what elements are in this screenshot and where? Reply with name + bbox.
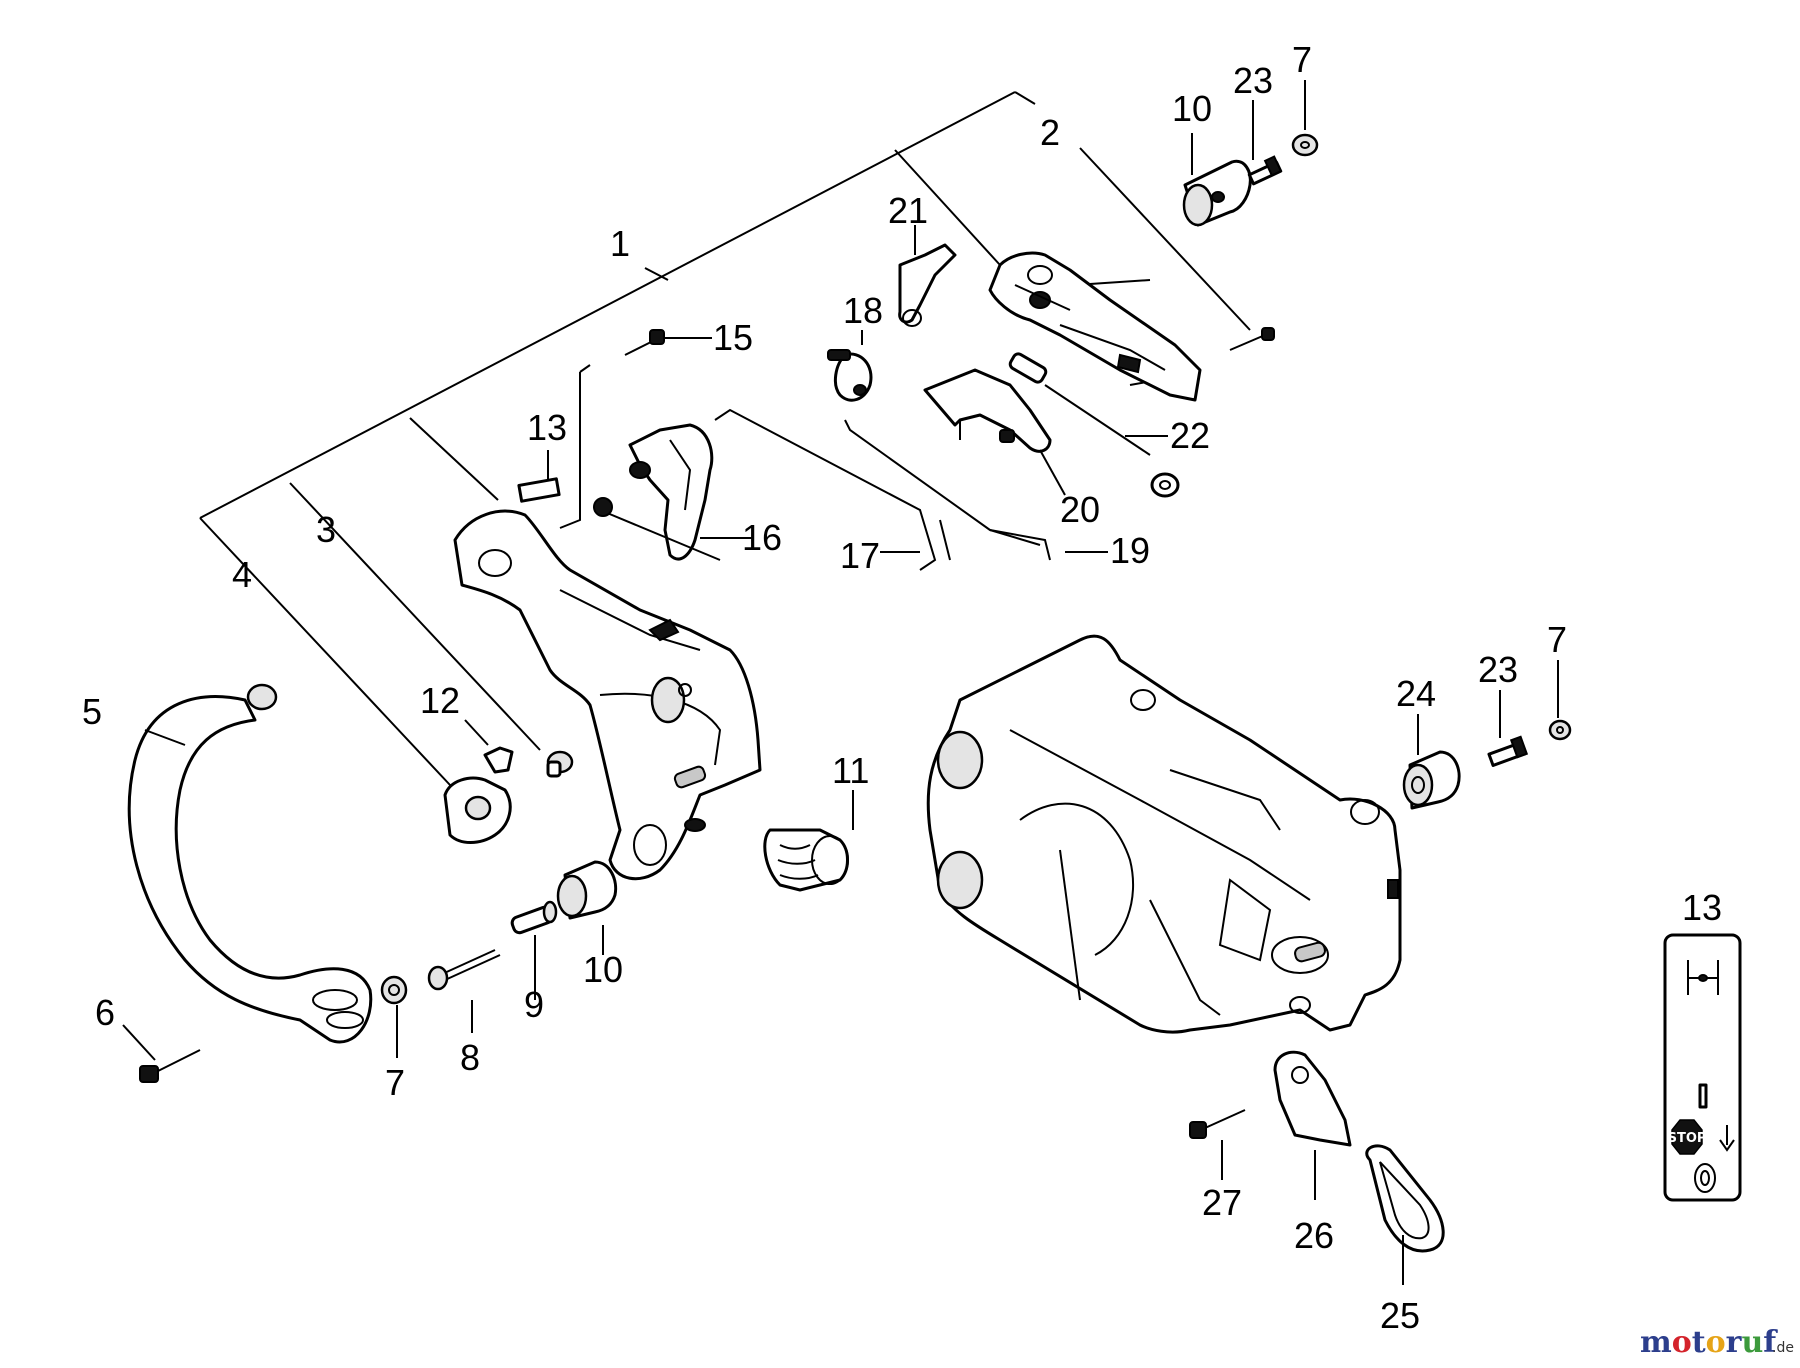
callout-numbers: 1 2 3 4 5 6 7 7 7 8 9 10 10 11 12 13 13 … <box>82 39 1722 1336</box>
lever-20 <box>923 368 1052 453</box>
callout-5: 5 <box>82 691 102 732</box>
throttle-trigger-16 <box>593 423 721 561</box>
decal-13-small <box>517 477 561 503</box>
callout-23-lower: 23 <box>1478 649 1518 690</box>
rubber-mount-10-upper <box>1182 159 1252 227</box>
callout-9: 9 <box>524 984 544 1025</box>
pin-23-upper <box>1247 155 1283 186</box>
screw-15 <box>624 329 665 356</box>
callout-17: 17 <box>840 535 880 576</box>
spring-11 <box>763 828 849 892</box>
screw-6 <box>139 1049 201 1083</box>
callout-10-lower: 10 <box>583 949 623 990</box>
wm-letter-o1: o <box>1672 1325 1692 1360</box>
bolt-8 <box>427 949 501 991</box>
lever-21 <box>898 243 957 327</box>
rubber-mount-10-lower <box>556 860 618 920</box>
bracket-4 <box>443 776 512 844</box>
callout-7-upper: 7 <box>1292 39 1312 80</box>
guide-plate-26 <box>1273 1050 1352 1147</box>
wm-letter-u: u <box>1741 1325 1763 1360</box>
callout-15: 15 <box>713 317 753 358</box>
rear-handle-housing <box>453 509 762 881</box>
belt-25 <box>1365 1144 1445 1253</box>
down-arrow-icon <box>1719 1125 1735 1152</box>
stop-octagon-icon <box>1671 1119 1703 1155</box>
callout-23-upper: 23 <box>1233 60 1273 101</box>
stop-label: STOP <box>1668 1131 1707 1146</box>
sleeve-9 <box>510 900 558 935</box>
rubber-mount-24 <box>1402 750 1461 810</box>
spring-18 <box>827 349 873 402</box>
watermark-logo: motoruf .de <box>1640 1325 1794 1360</box>
wm-letter-t: t <box>1692 1325 1706 1360</box>
decal-13-panel: STOP <box>1663 933 1742 1202</box>
callout-26: 26 <box>1294 1215 1334 1256</box>
pin-23-lower <box>1487 735 1529 767</box>
callout-16: 16 <box>742 517 782 558</box>
callout-22: 22 <box>1170 415 1210 456</box>
callout-3: 3 <box>316 509 336 550</box>
callout-18: 18 <box>843 290 883 331</box>
callout-21: 21 <box>888 190 928 231</box>
throttle-rod-17 <box>714 408 951 571</box>
callout-10-upper: 10 <box>1172 88 1212 129</box>
svg-text:motoruf: motoruf <box>1640 1325 1778 1360</box>
wm-letter-m: m <box>1640 1325 1672 1360</box>
callout-7-lower-left: 7 <box>385 1062 405 1103</box>
rod-19 <box>844 419 1051 561</box>
callout-19: 19 <box>1110 530 1150 571</box>
stud-3 <box>546 750 574 778</box>
callout-2: 2 <box>1040 112 1060 153</box>
callout-27: 27 <box>1202 1182 1242 1223</box>
screw-upper-right <box>1229 327 1275 351</box>
callout-11: 11 <box>832 750 869 791</box>
crankcase <box>926 634 1402 1034</box>
washer-7-upper <box>1291 133 1319 157</box>
callout-13-panel: 13 <box>1682 887 1722 928</box>
callout-6: 6 <box>95 992 115 1033</box>
throttle-housing <box>988 251 1202 402</box>
screw-27 <box>1189 1109 1246 1139</box>
washer-7-lower-right <box>1548 719 1572 741</box>
washer-7-lower-left <box>380 975 408 1005</box>
callout-12: 12 <box>420 680 460 721</box>
callout-1: 1 <box>610 223 630 264</box>
clip-12 <box>483 746 514 774</box>
callout-24: 24 <box>1396 673 1436 714</box>
wm-letter-r: r <box>1726 1325 1743 1360</box>
callout-25: 25 <box>1380 1295 1420 1336</box>
wm-suffix: .de <box>1772 1340 1794 1356</box>
callout-8: 8 <box>460 1037 480 1078</box>
callout-7-lower-right: 7 <box>1547 619 1567 660</box>
wm-letter-o2: o <box>1706 1325 1726 1360</box>
callout-4: 4 <box>232 554 252 595</box>
front-handle <box>127 683 373 1044</box>
wm-letter-f: f <box>1763 1325 1778 1360</box>
callout-20: 20 <box>1060 489 1100 530</box>
callout-13-small: 13 <box>527 407 567 448</box>
ground-wire-22 <box>1008 352 1180 498</box>
callout-leaders <box>122 80 1559 1285</box>
